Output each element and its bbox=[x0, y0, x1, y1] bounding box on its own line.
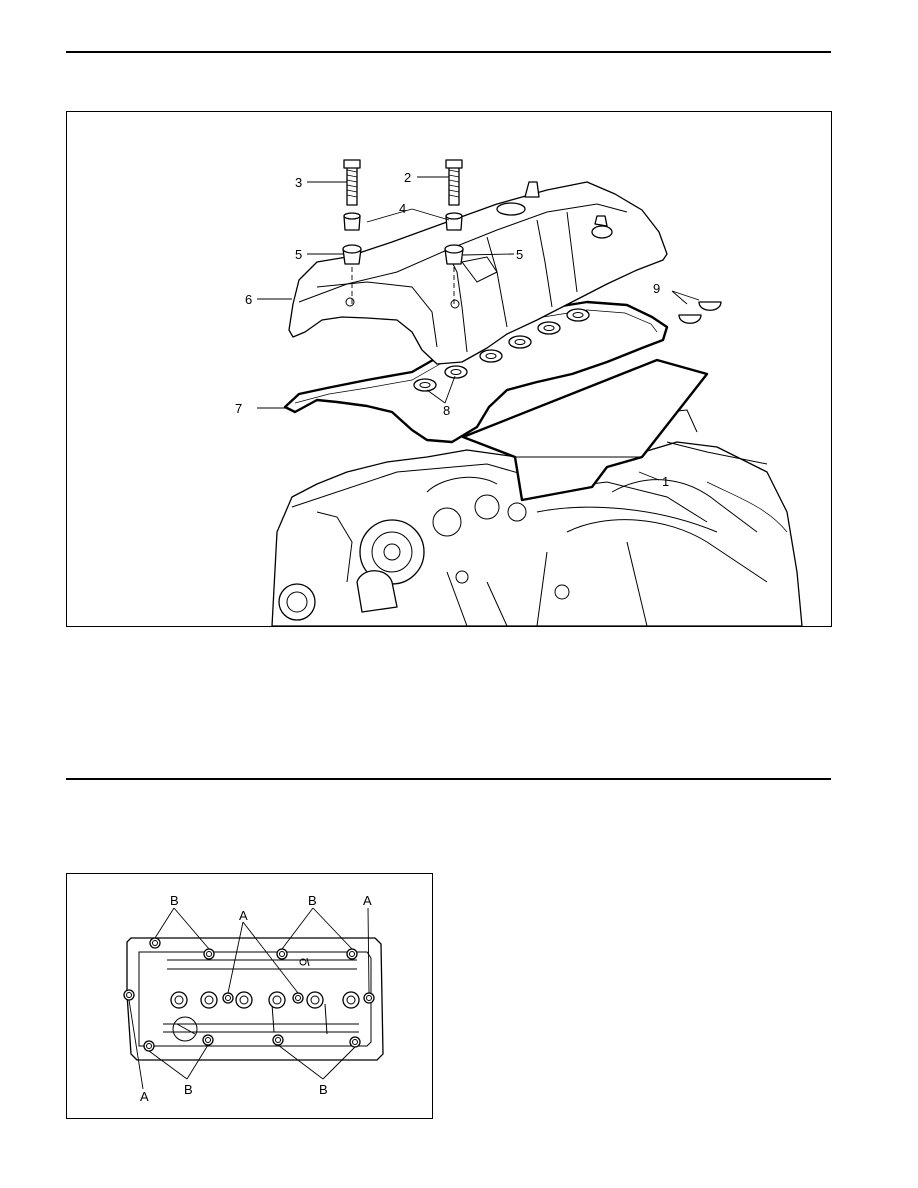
part-8-plug-tube-seals bbox=[413, 308, 590, 392]
head-cover-bolt-locations-figure: B A B A A B B bbox=[66, 873, 433, 1119]
fastener-stack-left bbox=[342, 159, 362, 304]
callout-7: 7 bbox=[235, 401, 242, 416]
engine-head-drawing bbox=[271, 409, 803, 626]
label-a-top-right: A bbox=[363, 893, 372, 908]
top-section-rule bbox=[66, 51, 831, 53]
label-b-top-right: B bbox=[308, 893, 317, 908]
callout-leader-lines bbox=[257, 176, 700, 481]
bolt-leader-lines bbox=[128, 907, 370, 1090]
callout-2: 2 bbox=[404, 170, 411, 185]
callout-5-left: 5 bbox=[295, 247, 302, 262]
label-b-bottom-right: B bbox=[319, 1082, 328, 1097]
cylinder-head-cover-exploded-figure: 3 2 4 5 5 6 9 7 8 1 bbox=[66, 111, 832, 627]
callout-5-right: 5 bbox=[516, 247, 523, 262]
label-a-bottom-left: A bbox=[140, 1089, 149, 1104]
callout-8: 8 bbox=[443, 403, 450, 418]
exploded-view-drawing: 3 2 4 5 5 6 9 7 8 1 bbox=[235, 159, 803, 626]
part-6-cylinder-head-cover bbox=[288, 181, 668, 365]
callout-3: 3 bbox=[295, 175, 302, 190]
bolt-location-drawing: B A B A A B B bbox=[123, 893, 384, 1104]
label-a-top-middle: A bbox=[239, 908, 248, 923]
callout-9: 9 bbox=[653, 281, 660, 296]
label-b-bottom-left: B bbox=[184, 1082, 193, 1097]
fastener-stack-right bbox=[444, 159, 464, 304]
cover-bolts bbox=[123, 937, 375, 1052]
part-1-timing-cover bbox=[461, 358, 709, 502]
callout-1: 1 bbox=[662, 474, 669, 489]
bottom-section-rule bbox=[66, 778, 831, 780]
spark-plug-holes bbox=[170, 991, 360, 1009]
part-9-half-moon-seals bbox=[678, 301, 722, 324]
callout-6: 6 bbox=[245, 292, 252, 307]
label-b-top-left: B bbox=[170, 893, 179, 908]
callout-4: 4 bbox=[399, 201, 406, 216]
head-cover-top-view bbox=[126, 937, 384, 1061]
